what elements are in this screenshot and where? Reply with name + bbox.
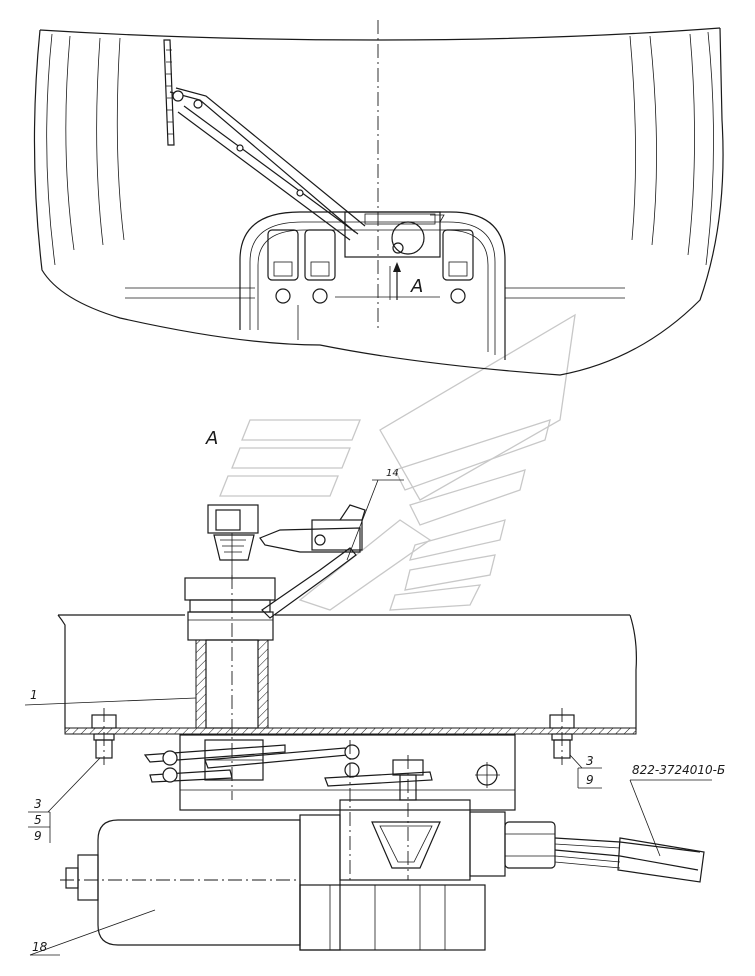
spindle-housing xyxy=(195,575,269,800)
part-number: 822-3724010-Б xyxy=(632,763,725,777)
label-1: 1 xyxy=(30,688,38,702)
lower-linkage xyxy=(143,734,516,880)
spindle-flange xyxy=(184,577,276,641)
label-stack-left-2: 5 xyxy=(34,813,42,827)
wiper-linkage-rods xyxy=(169,87,366,241)
label-stack-right-2: 9 xyxy=(586,773,594,787)
right-bolt xyxy=(549,708,575,765)
callout-right-stack xyxy=(569,754,602,789)
label-14: 14 xyxy=(386,468,399,479)
left-bolt xyxy=(91,708,117,765)
view-arrow-a xyxy=(389,262,401,300)
label-stack-left-1: 3 xyxy=(34,797,42,811)
harness-cable xyxy=(554,837,705,883)
top-motor-housing xyxy=(344,211,445,258)
gearbox-housing xyxy=(339,799,556,881)
label-18: 18 xyxy=(32,940,48,954)
body-panel xyxy=(57,614,637,735)
washer-reservoirs xyxy=(267,229,474,304)
crank-arm xyxy=(259,504,366,619)
view-label-a: A xyxy=(205,428,218,449)
label-stack-left-3: 9 xyxy=(34,829,42,843)
top-view-panel xyxy=(33,27,724,376)
callout-left-stack xyxy=(28,757,101,843)
callout-18 xyxy=(29,909,156,956)
electric-motor xyxy=(60,814,486,951)
part-number-leader xyxy=(629,779,712,857)
callout-1 xyxy=(24,697,197,706)
spindle-cap xyxy=(207,504,259,580)
arrow-label-a: A xyxy=(410,276,423,297)
callout-14 xyxy=(346,479,404,561)
label-stack-right-1: 3 xyxy=(586,754,594,768)
watermark-emblem xyxy=(219,313,576,611)
hinge-strip xyxy=(163,39,175,146)
